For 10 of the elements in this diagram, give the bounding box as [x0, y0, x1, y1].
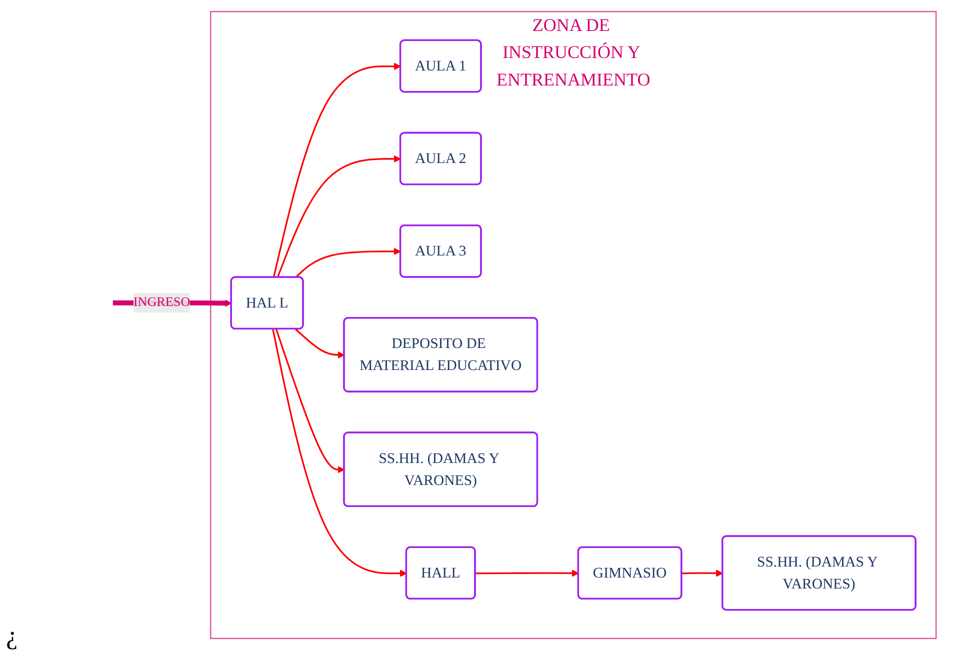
note-text: ¿	[6, 621, 18, 651]
arrow	[276, 155, 402, 278]
arrow	[682, 570, 724, 577]
arrow	[295, 248, 402, 278]
arrow	[295, 328, 345, 359]
arrow	[475, 570, 579, 577]
arrow	[272, 328, 407, 577]
cluster	[210, 10, 937, 640]
arrow	[272, 62, 402, 278]
arrow	[275, 328, 345, 474]
